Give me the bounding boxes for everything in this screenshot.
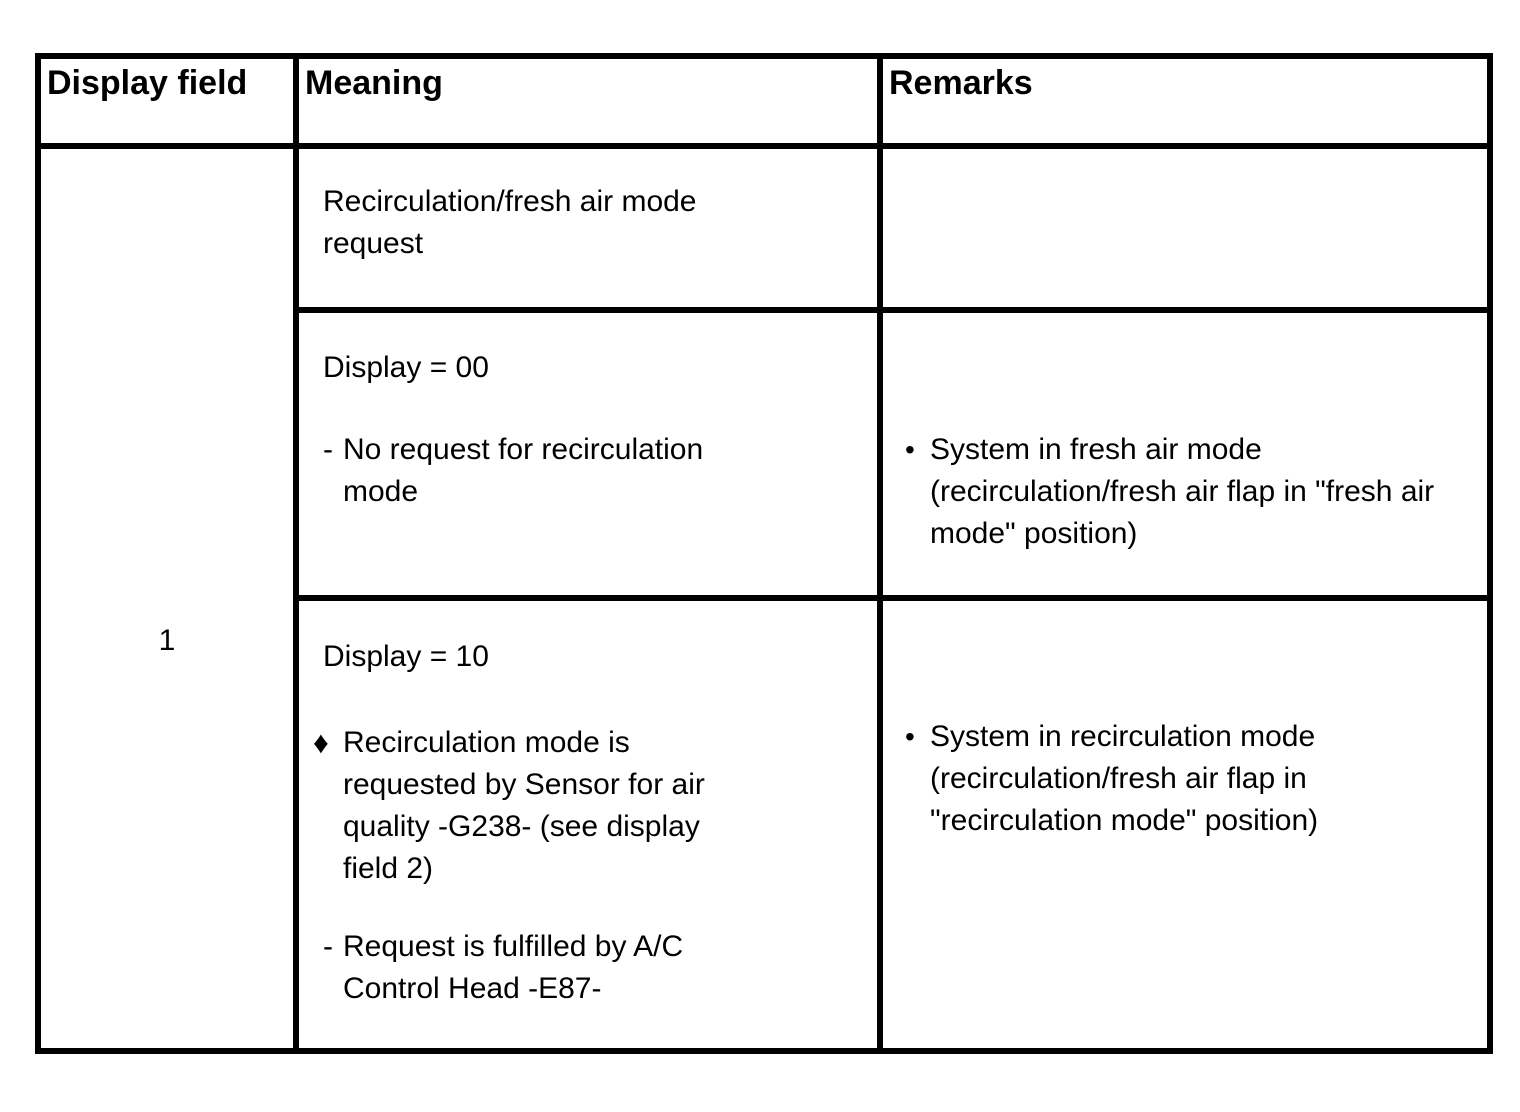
- table-row: Display = 10 ♦ Recirculation mode is req…: [38, 595, 1493, 1054]
- dash-bullet: -: [323, 930, 333, 963]
- meaning-cell-row-a: Recirculation/fresh air mode request: [293, 143, 883, 313]
- remark-text: System in fresh air mode (recirculation/…: [930, 433, 1435, 550]
- remarks-cell-row-c: • System in recirculation mode (recircul…: [877, 595, 1493, 1054]
- remarks-cell-row-b: • System in fresh air mode (recirculatio…: [877, 307, 1493, 601]
- table-row: 1 Recirculation/fresh air mode request: [35, 143, 1493, 1054]
- dot-bullet: •: [905, 434, 915, 465]
- meaning-cell-row-c: Display = 10 ♦ Recirculation mode is req…: [293, 595, 883, 1054]
- column-header-display-field: Display field: [35, 53, 299, 149]
- measured-value-table: Display field Meaning Remarks 1 Recircul…: [35, 53, 1493, 1054]
- meaning-text: Recirculation/fresh air mode request: [323, 185, 697, 260]
- display-field-number: 1: [158, 623, 176, 657]
- table-row: Display = 00 - No request for recirculat…: [38, 307, 1493, 601]
- table-header-row: Display field Meaning Remarks: [35, 53, 1493, 149]
- list-item: • System in recirculation mode (recircul…: [905, 716, 1473, 842]
- dash-bullet: -: [323, 433, 333, 466]
- column-header-meaning: Meaning: [293, 53, 883, 149]
- list-item: - No request for recirculation mode: [323, 429, 863, 513]
- list-item-text: Recirculation mode is requested by Senso…: [343, 726, 705, 885]
- list-item: • System in fresh air mode (recirculatio…: [905, 429, 1473, 555]
- display-value-title: Display = 10: [323, 640, 489, 673]
- list-item: ♦ Recirculation mode is requested by Sen…: [313, 722, 863, 890]
- display-field-number-cell: 1: [35, 143, 299, 1054]
- remark-text: System in recirculation mode (recirculat…: [930, 720, 1319, 837]
- column-header-remarks: Remarks: [877, 53, 1493, 149]
- display-value-title: Display = 00: [323, 351, 489, 384]
- list-item: - Request is fulfilled by A/C Control He…: [323, 926, 863, 1010]
- list-item-text: Request is fulfilled by A/C Control Head…: [343, 930, 684, 1005]
- diamond-bullet: ♦: [313, 725, 329, 760]
- dot-bullet: •: [905, 721, 915, 752]
- remarks-cell-row-a-empty: [877, 143, 1493, 313]
- list-item-text: No request for recirculation mode: [343, 433, 704, 508]
- meaning-cell-row-b: Display = 00 - No request for recirculat…: [293, 307, 883, 601]
